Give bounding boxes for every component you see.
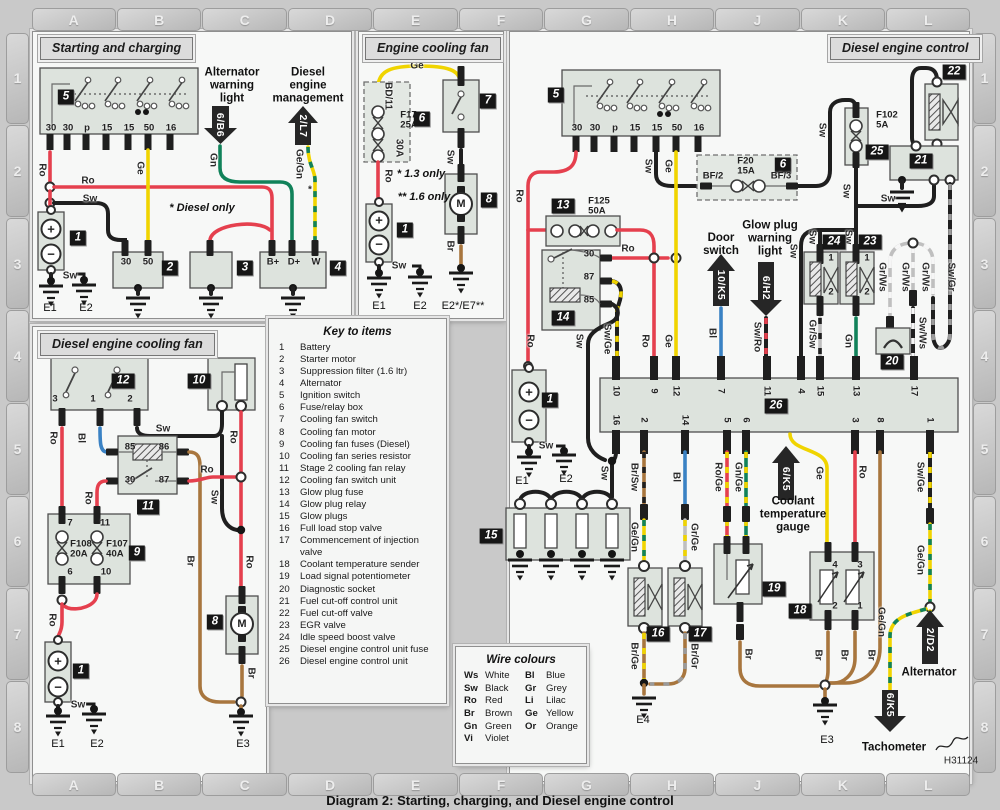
grid-ref-H: H [629,8,715,31]
grid-ref-K: K [800,8,886,31]
panel-title-diesel-engine-control: Diesel engine control [830,37,981,60]
grid-ref-4: 4 [6,310,29,402]
grid-ref-L: L [886,8,971,31]
grid-ref-F: F [458,773,544,796]
grid-ref-8: 8 [6,680,29,773]
grid-ref-A: A [31,8,116,31]
grid-ref-C: C [202,773,287,796]
grid-ref-B: B [116,773,202,796]
grid-ref-1: 1 [6,32,29,125]
grid-ref-5: 5 [973,403,996,495]
grid-ref-D: D [287,773,373,796]
grid-ref-7: 7 [973,588,996,680]
panel-starting-charging [32,31,352,319]
grid-ref-E: E [373,773,458,796]
panel-title-engine-cooling-fan: Engine cooling fan [365,37,501,60]
grid-ref-7: 7 [6,588,29,680]
grid-ref-G: G [544,773,629,796]
diagram-caption: Diagram 2: Starting, charging, and Diese… [326,793,674,808]
grid-ref-L: L [886,773,971,796]
grid-ref-K: K [800,773,886,796]
panel-diesel-cooling-fan [32,326,267,782]
key-title: Key to items [323,326,392,338]
panel-title-starting-charging: Starting and charging [40,37,194,60]
wire-colours-title: Wire colours [486,654,556,666]
grid-ref-D: D [287,8,373,31]
grid-ref-F: F [458,8,544,31]
grid-ref-6: 6 [6,495,29,588]
grid-ref-2: 2 [973,125,996,217]
drawing-number: H31124 [943,755,979,767]
grid-ref-B: B [116,8,202,31]
grid-ref-4: 4 [973,310,996,402]
grid-ref-2: 2 [6,125,29,217]
panel-engine-cooling-fan [358,31,504,319]
grid-ref-G: G [544,8,629,31]
grid-ref-H: H [629,773,715,796]
grid-ref-J: J [715,773,800,796]
grid-ref-3: 3 [973,217,996,310]
diagram-label: 15 [479,528,503,544]
grid-ref-8: 8 [973,680,996,773]
panel-title-diesel-cooling-fan: Diesel engine cooling fan [40,333,215,356]
grid-ref-5: 5 [6,403,29,495]
grid-ref-J: J [715,8,800,31]
grid-ref-6: 6 [973,495,996,588]
grid-ref-E: E [373,8,458,31]
grid-ref-3: 3 [6,217,29,310]
grid-ref-C: C [202,8,287,31]
grid-ref-A: A [31,773,116,796]
